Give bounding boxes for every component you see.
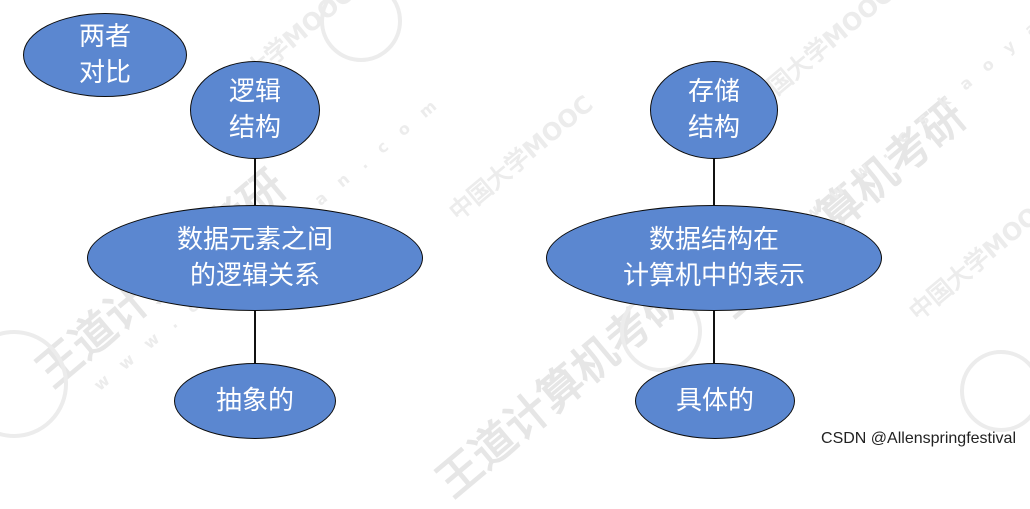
- storage-description-node: 数据结构在 计算机中的表示: [546, 205, 882, 311]
- compare-node: 两者 对比: [23, 13, 187, 97]
- connector-lines: [254, 159, 715, 363]
- abstract-node-label: 抽象的: [215, 386, 294, 416]
- storage-structure-line-1: 存储: [687, 77, 740, 107]
- watermark-seal: [320, 0, 402, 62]
- storage-description-line-2: 计算机中的表示: [622, 261, 805, 291]
- logical-description-line-1: 数据元素之间: [176, 225, 333, 255]
- concrete-node: 具体的: [635, 363, 795, 439]
- storage-description-line-1: 数据结构在: [648, 225, 779, 255]
- logical-structure-line-1: 逻辑: [228, 77, 281, 107]
- storage-structure-node: 存储 结构: [650, 61, 778, 159]
- watermark-seal: [960, 350, 1030, 432]
- storage-structure-line-2: 结构: [687, 113, 740, 143]
- concrete-node-label: 具体的: [675, 386, 754, 416]
- compare-node-line-1: 两者: [78, 22, 131, 52]
- logical-description-node: 数据元素之间 的逻辑关系: [87, 205, 423, 311]
- logical-structure-node: 逻辑 结构: [190, 61, 320, 159]
- compare-node-line-2: 对比: [78, 58, 131, 88]
- logical-structure-line-2: 结构: [228, 113, 281, 143]
- source-credit: CSDN @Allenspringfestival: [821, 430, 1016, 447]
- logical-description-line-2: 的逻辑关系: [189, 261, 320, 291]
- abstract-node: 抽象的: [174, 363, 336, 439]
